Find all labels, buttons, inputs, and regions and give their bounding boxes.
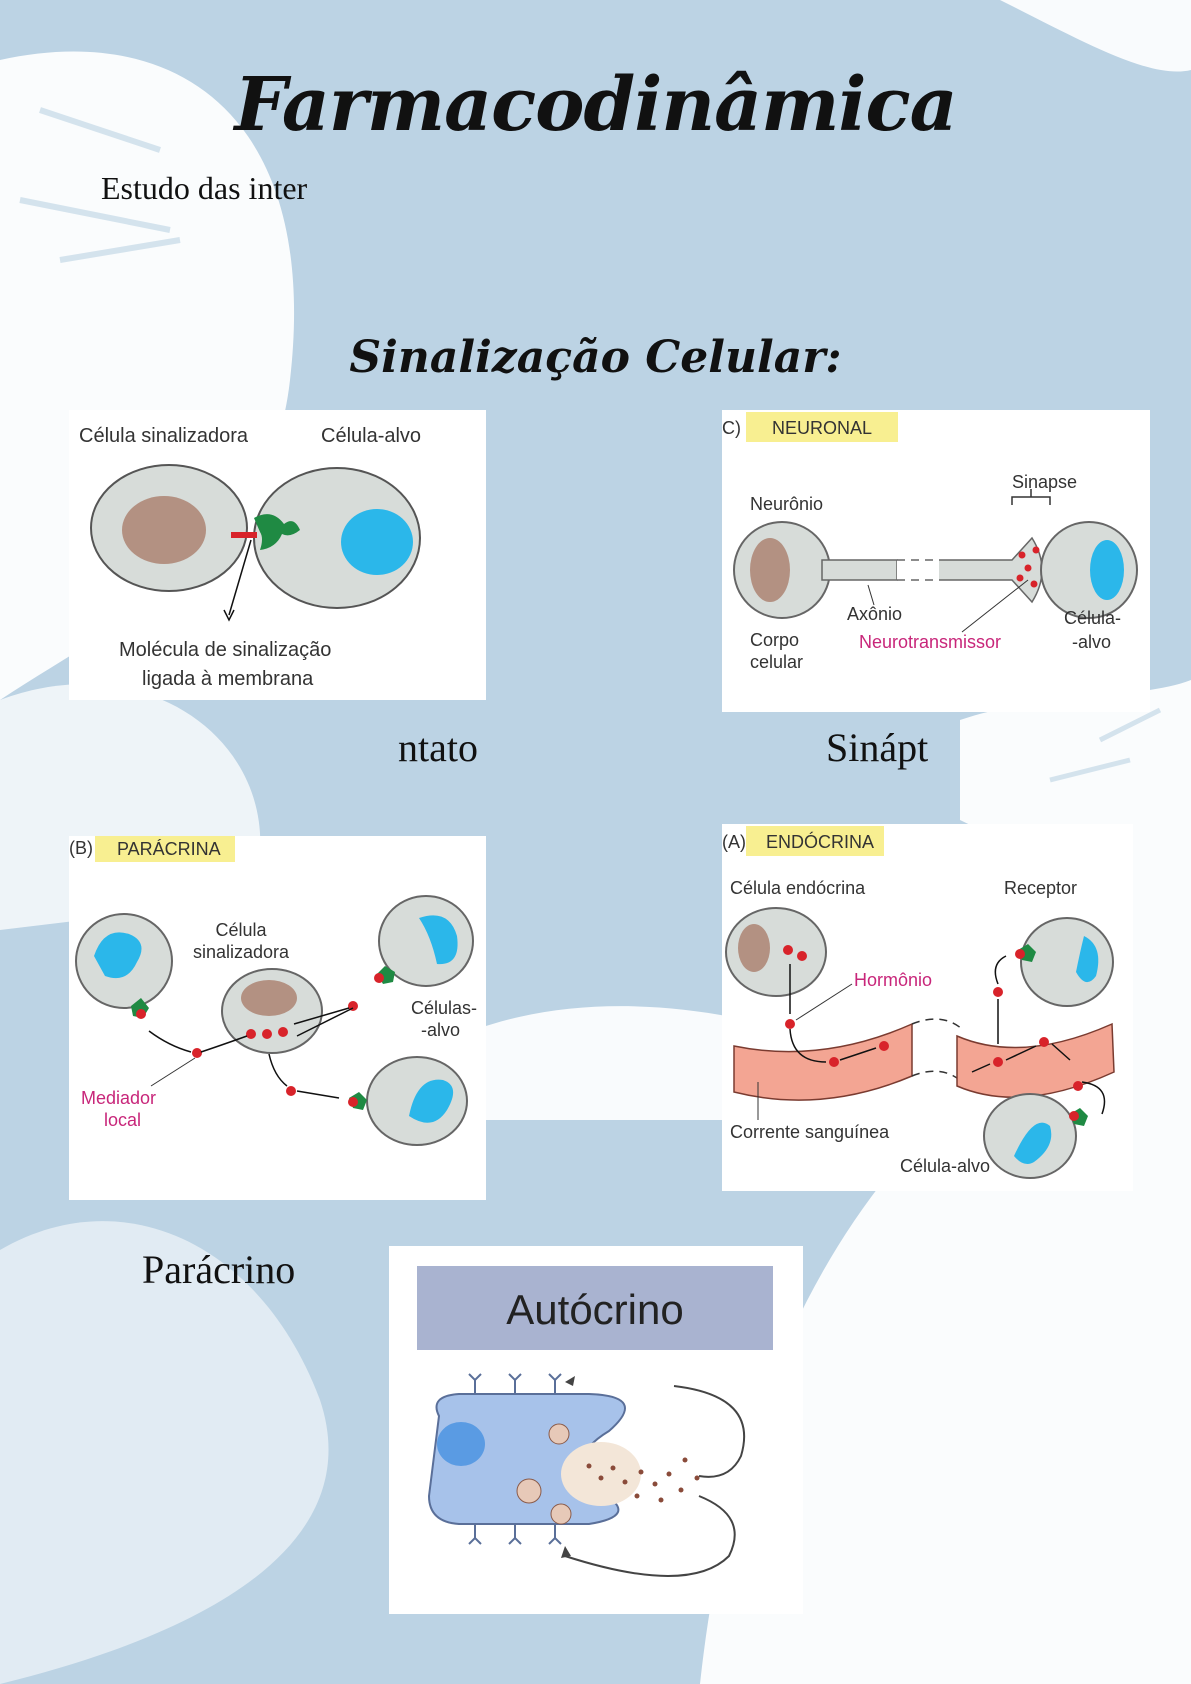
paracrine-signal-label-2: sinalizadora [193, 942, 290, 962]
endocrine-target-label: Célula-alvo [900, 1156, 990, 1176]
neurotransmitter-label: Neurotransmissor [859, 632, 1001, 652]
cell-body-label-2: celular [750, 652, 803, 672]
membrane-signal-molecule [231, 532, 257, 538]
hormone-label: Hormônio [854, 970, 932, 990]
signaling-cell-nucleus [122, 496, 206, 564]
contact-signaling-panel: Célula sinalizadora Célula-alvo Molécula… [69, 410, 486, 700]
endocrine-cell-label: Célula endócrina [730, 878, 866, 898]
membrane-molecule-label-2: ligada à membrana [142, 668, 314, 690]
bloodstream-label: Corrente sanguínea [730, 1122, 890, 1142]
paracrine-letter: (B) [69, 838, 93, 858]
paracrine-tag: PARÁCRINA [117, 839, 221, 859]
neuron-nucleus [750, 538, 790, 602]
neuronal-target-nucleus [1090, 540, 1124, 600]
paracrine-signaling-panel: (B) PARÁCRINA Célula sinalizadora Célula… [69, 836, 486, 1200]
paracrine-targets-label-1: Células- [411, 998, 477, 1018]
synapse-label: Sinapse [1012, 472, 1077, 492]
neuron-label: Neurônio [750, 494, 823, 514]
paracrine-tag-bg [95, 836, 235, 862]
neuronal-target-label-2: -alvo [1072, 632, 1111, 652]
signaling-cell-label: Célula sinalizadora [79, 425, 249, 447]
endocrine-letter: (A) [722, 832, 746, 852]
neuronal-letter: C) [722, 418, 741, 438]
neuronal-tag: NEURONAL [772, 418, 872, 438]
paracrine-signal-label-1: Célula [215, 920, 267, 940]
contact-caption: ntato [398, 725, 478, 770]
target-cell-nucleus [341, 509, 413, 575]
autocrine-signaling-panel: Autócrino [389, 1246, 803, 1614]
autocrine-title: Autócrino [506, 1286, 683, 1333]
paracrine-target-cell-top [378, 895, 474, 987]
autocrine-title-bg [417, 1266, 773, 1350]
neuronal-tag-bg [746, 412, 898, 442]
mediator-label-1: Mediador [81, 1088, 156, 1108]
receptor-shape [254, 514, 300, 550]
page-title: Farmacodinâmica [234, 62, 957, 148]
membrane-molecule-label-1: Molécula de sinalização [119, 639, 331, 661]
neuronal-signaling-panel: C) NEURONAL Neurônio Sinapse Axônio Corp… [722, 410, 1150, 712]
section-title: Sinalização Celular: [349, 332, 842, 383]
endocrine-signaling-panel: (A) ENDÓCRINA Célula endócrina Receptor … [722, 824, 1133, 1191]
receptor-label: Receptor [1004, 878, 1077, 898]
cell-body-label-1: Corpo [750, 630, 799, 650]
autocrine-nucleus [437, 1422, 485, 1466]
intro-text: Estudo das inter [101, 170, 308, 206]
axon [821, 559, 898, 581]
mediator-label-2: local [104, 1110, 141, 1130]
axon-label: Axônio [847, 604, 902, 624]
paracrine-caption: Parácrino [142, 1247, 296, 1292]
neuronal-target-label-1: Célula- [1064, 608, 1121, 628]
synaptic-caption: Sinápt [826, 725, 929, 770]
endocrine-tag: ENDÓCRINA [766, 831, 874, 852]
target-cell-label: Célula-alvo [321, 425, 421, 447]
endocrine-tag-bg [746, 826, 884, 856]
endocrine-target-cell-top [1020, 917, 1114, 1007]
paracrine-targets-label-2: -alvo [421, 1020, 460, 1040]
